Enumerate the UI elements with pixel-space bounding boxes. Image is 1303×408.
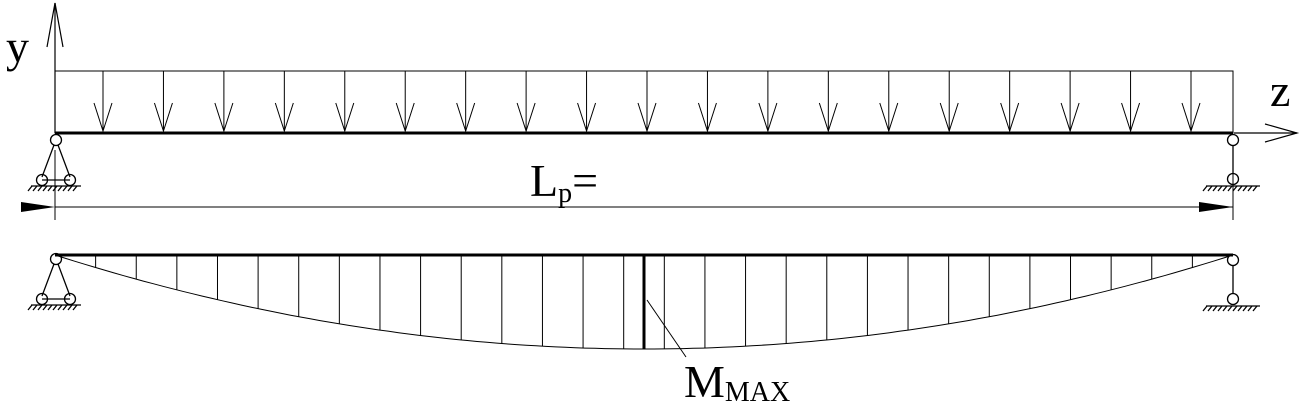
moment-pin-support-left (27, 252, 81, 311)
load-arrow (1181, 71, 1201, 133)
load-arrow (1000, 71, 1020, 133)
load-arrow (456, 71, 476, 133)
max-moment-label-subscript: MAX (725, 377, 790, 408)
max-moment-label: MMAX (684, 356, 790, 408)
load-arrow (1121, 71, 1141, 133)
z-axis (1234, 123, 1300, 143)
z-axis-label: z (1270, 65, 1290, 116)
moment-roller-support-right (1202, 253, 1260, 312)
load-arrow (274, 71, 294, 133)
load-arrow (335, 71, 355, 133)
load-arrow (577, 71, 597, 133)
load-arrow (758, 71, 778, 133)
max-moment-leader (646, 299, 687, 358)
load-arrow (879, 71, 899, 133)
load-arrow (939, 71, 959, 133)
support-hinge (1226, 133, 1240, 147)
load-arrow (818, 71, 838, 133)
distributed-load (54, 70, 1234, 134)
max-moment-label-main: M (684, 356, 725, 407)
load-arrow (697, 71, 717, 133)
support-hinge (49, 252, 63, 266)
load-arrows (93, 71, 1201, 133)
support-wheel (1226, 292, 1240, 306)
span-dimension (21, 150, 1234, 220)
load-arrow (395, 71, 415, 133)
moment-ordinates (95, 255, 1193, 349)
load-arrow (516, 71, 536, 133)
pin-support-left (27, 133, 81, 192)
support-hinge (49, 133, 63, 147)
span-label-main: L (530, 155, 558, 206)
span-label-subscript: p (558, 178, 572, 209)
span-label: Lp= (530, 155, 598, 209)
roller-support-right (1202, 133, 1260, 192)
y-axis-label: y (6, 21, 29, 72)
load-arrow (153, 71, 173, 133)
load-arrow (93, 71, 113, 133)
load-arrow (1060, 71, 1080, 133)
span-label-suffix: = (572, 155, 598, 206)
load-arrow (214, 71, 234, 133)
load-arrow (637, 71, 657, 133)
